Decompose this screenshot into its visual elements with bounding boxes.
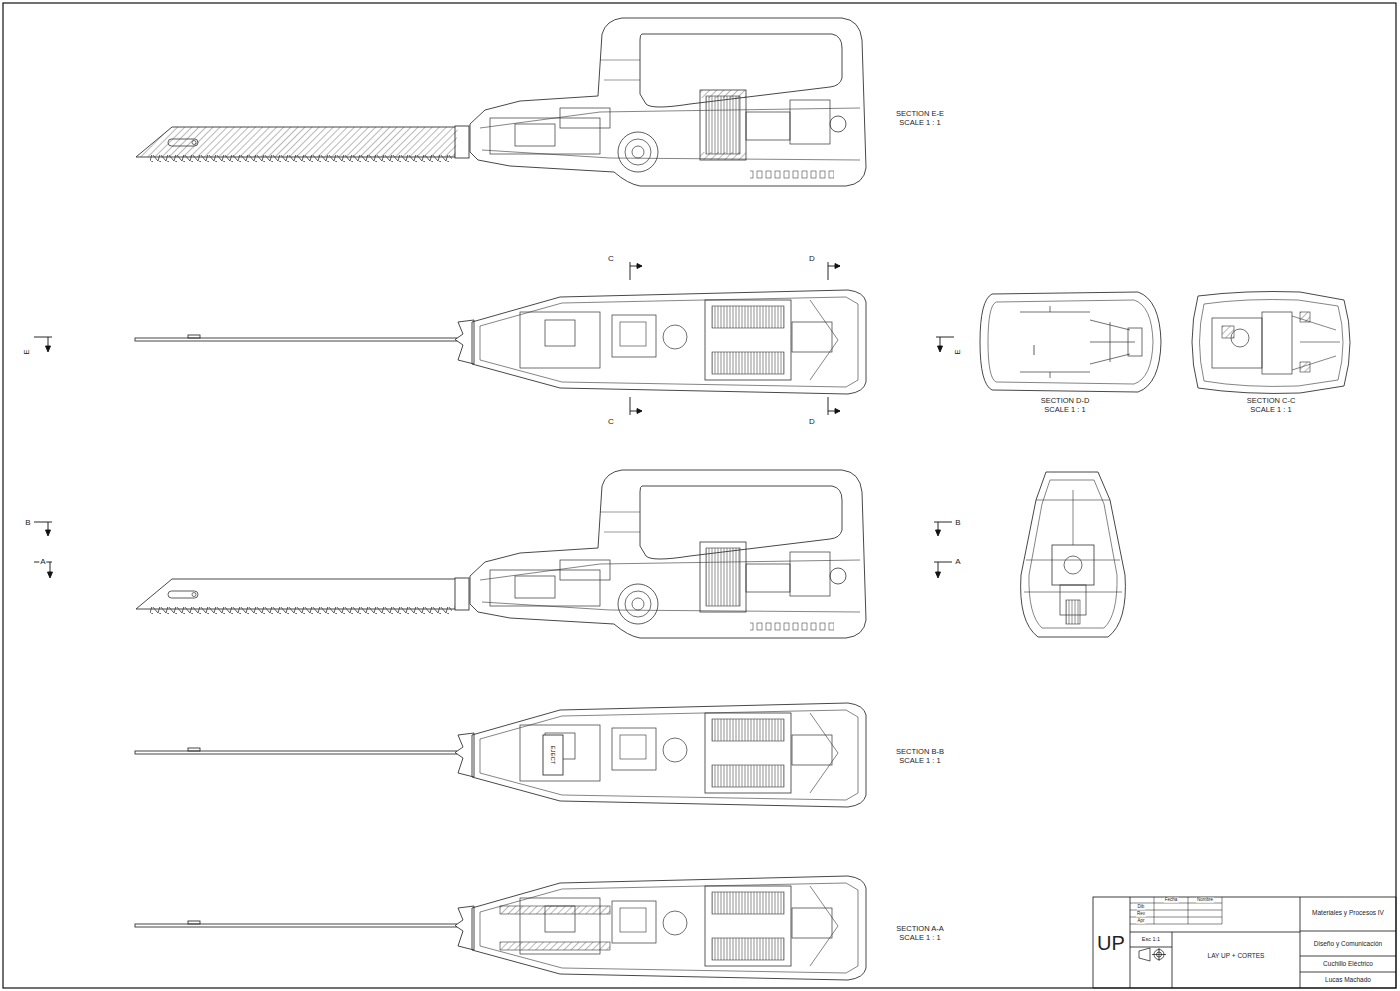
- section-letter: E: [23, 348, 31, 355]
- scale-note: SCALE 1 : 1: [898, 119, 941, 127]
- section-c-c-view: [1192, 292, 1350, 394]
- table-cell: Fecha: [1164, 898, 1179, 903]
- section-d-d-view: [980, 292, 1161, 392]
- table-cell: Cuchillo Eléctrico: [1322, 961, 1374, 968]
- table-cell: Dib: [1137, 905, 1146, 910]
- table-cell: Nombre: [1196, 898, 1214, 903]
- table-cell: Esc 1:1: [1141, 937, 1161, 943]
- school-logo: UP: [1096, 933, 1126, 954]
- table-cell: Diseño y Comunicación: [1313, 941, 1383, 948]
- section-letter: B: [24, 519, 31, 527]
- table-cell: Lucas Machado: [1324, 977, 1372, 984]
- section-title: SECTION A-A: [895, 925, 945, 933]
- scale-note: SCALE 1 : 1: [1043, 406, 1086, 414]
- section-markers: [34, 262, 954, 578]
- section-b-b-view: [135, 703, 866, 807]
- section-title: SECTION B-B: [895, 748, 945, 756]
- scale-note: SCALE 1 : 1: [1249, 406, 1292, 414]
- table-cell: Rev: [1136, 912, 1146, 917]
- title-block: [1093, 897, 1396, 988]
- section-title: SECTION C-C: [1246, 397, 1297, 405]
- section-letter: E: [954, 348, 962, 355]
- section-letter: D: [808, 418, 816, 426]
- section-letter: A: [954, 558, 961, 566]
- front-view: [1021, 472, 1126, 637]
- projection-symbol: [1139, 948, 1166, 961]
- section-title: SECTION D-D: [1040, 397, 1091, 405]
- sheet-border: [3, 3, 1396, 988]
- section-title: SECTION E-E: [895, 110, 945, 118]
- table-cell: Materiales y Procesos IV: [1311, 910, 1385, 917]
- section-letter: C: [607, 418, 615, 426]
- top-view: [135, 290, 866, 394]
- section-letter: B: [954, 519, 961, 527]
- table-cell: Apr: [1136, 919, 1145, 924]
- side-view: [136, 470, 866, 638]
- section-letter: D: [808, 255, 816, 263]
- section-a-a-view: [135, 876, 866, 980]
- button-text: EJECT: [550, 744, 556, 765]
- section-e-e-view: [136, 18, 866, 186]
- scale-note: SCALE 1 : 1: [898, 934, 941, 942]
- scale-note: SCALE 1 : 1: [898, 757, 941, 765]
- table-cell: LAY UP + CORTES: [1207, 953, 1266, 960]
- section-letter: C: [607, 255, 615, 263]
- section-letter: A: [39, 558, 46, 566]
